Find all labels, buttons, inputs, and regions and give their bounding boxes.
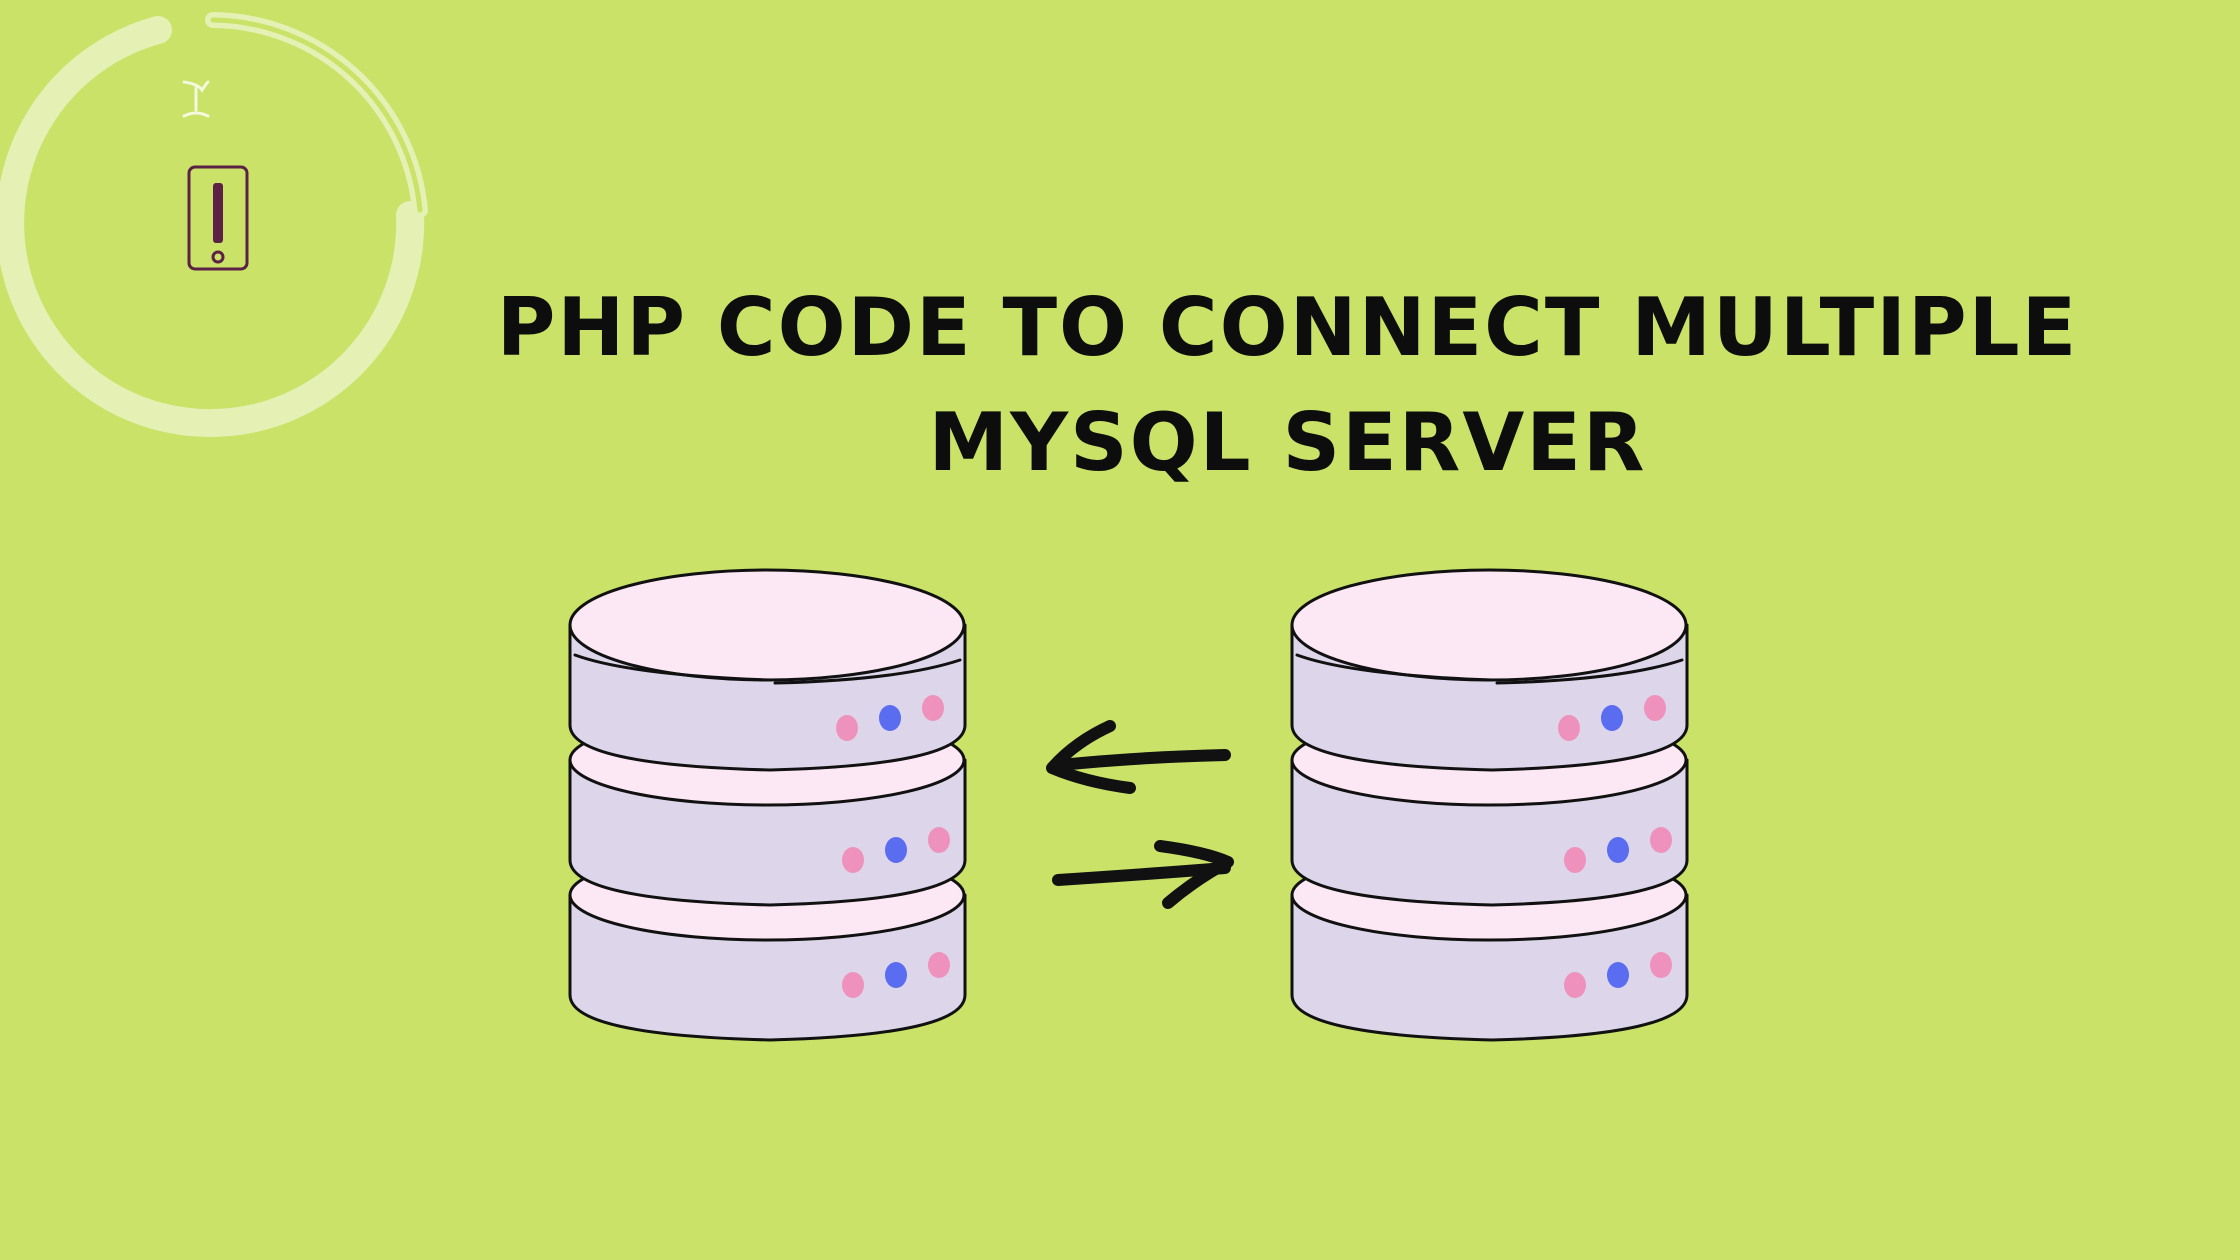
- database-server-left-icon: [568, 568, 967, 1042]
- cursor-icon: [182, 80, 210, 118]
- arrow-left-icon: [1046, 720, 1231, 794]
- exclamation-badge-icon: [187, 165, 249, 271]
- logo-ring: [0, 12, 428, 438]
- database-server-right-icon: [1290, 568, 1689, 1042]
- title-line-2: MYSQL SERVER: [928, 396, 1647, 489]
- page-title: PHP CODE TO CONNECT MULTIPLE MYSQL SERVE…: [440, 270, 2135, 500]
- arrow-right-icon: [1052, 840, 1234, 909]
- title-line-1: PHP CODE TO CONNECT MULTIPLE: [496, 281, 2079, 374]
